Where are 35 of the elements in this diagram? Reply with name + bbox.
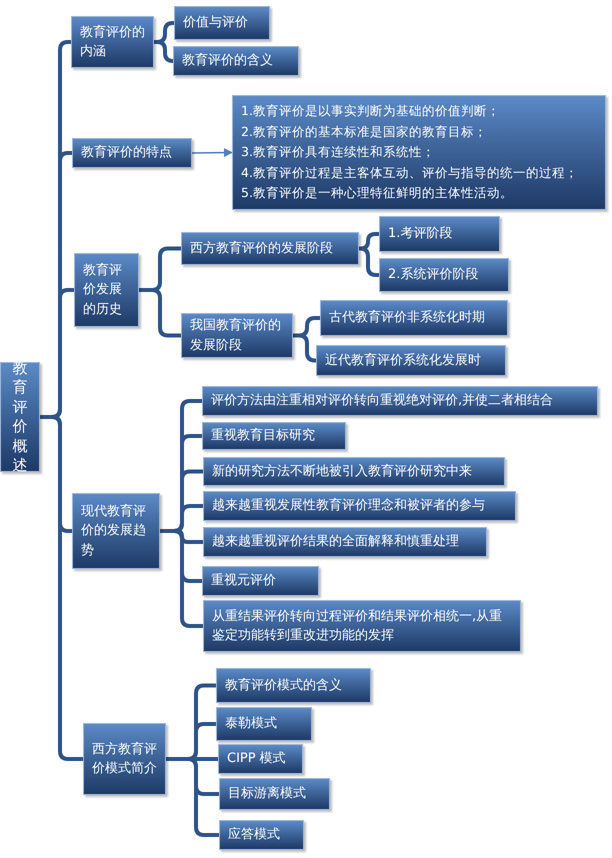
topic-box: 重视教育目标研究 xyxy=(202,422,346,450)
root-topic-box: 教育评价概述 xyxy=(0,362,40,472)
topic-box: 教育评价的含义 xyxy=(173,46,299,76)
list-item: 1.教育评价是以事实判断为基础的价值判断； xyxy=(241,102,501,120)
topic-box: CIPP 模式 xyxy=(218,744,303,774)
list-item: 4.教育评价过程是主客体互动、评价与指导的统一的过程； xyxy=(241,164,579,182)
topic-box: 西方教育评价的发展阶段 xyxy=(181,232,359,265)
topic-box: 古代教育评价非系统化时期 xyxy=(320,300,508,336)
topic-box: 越来越重视评价结果的全面解释和慎重处理 xyxy=(203,527,487,557)
topic-box: 评价方法由注重相对评价转向重视绝对评价,并使二者相结合 xyxy=(202,386,598,416)
topic-box: 从重结果评价转向过程评价和结果评价相统一,从重鉴定功能转到重改进功能的发挥 xyxy=(203,600,521,652)
topic-box: 西方教育评价模式简介 xyxy=(83,723,166,795)
topic-box: 近代教育评价系统化发展时 xyxy=(316,345,506,376)
brace-connector xyxy=(358,246,379,277)
arrow xyxy=(192,148,233,158)
topic-box: 我国教育评价的发展阶段 xyxy=(181,313,293,358)
topic-box: 价值与评价 xyxy=(174,6,270,40)
brace-connector xyxy=(40,415,83,761)
feature-list-box xyxy=(232,95,606,210)
topic-box: 目标游离模式 xyxy=(219,778,330,810)
topic-box: 2.系统评价阶段 xyxy=(379,258,509,292)
list-item: 5.教育评价是一种心理特征鲜明的主体性活动。 xyxy=(241,184,514,202)
list-item: 3.教育评价具有连续性和系统性； xyxy=(241,143,436,162)
list-item: 2.教育评价的基本标准是国家的教育目标； xyxy=(241,122,488,141)
topic-box: 教育评价的特点 xyxy=(72,138,192,168)
topic-box: 越来越重视发展性教育评价理念和被评者的参与 xyxy=(203,491,516,521)
topic-box: 教育评价模式的含义 xyxy=(216,668,371,703)
topic-box: 1.考评阶段 xyxy=(379,216,500,252)
topic-box: 教育评价的内涵 xyxy=(71,16,154,68)
topic-box: 教育评价发展的历史 xyxy=(74,253,139,327)
topic-box: 重视元评价 xyxy=(202,566,319,596)
topic-box: 现代教育评价的发展趋势 xyxy=(72,493,160,569)
topic-box: 泰勒模式 xyxy=(216,707,312,741)
topic-box: 应答模式 xyxy=(219,820,304,850)
topic-box: 新的研究方法不断地被引入教育评价研究中来 xyxy=(203,457,505,486)
